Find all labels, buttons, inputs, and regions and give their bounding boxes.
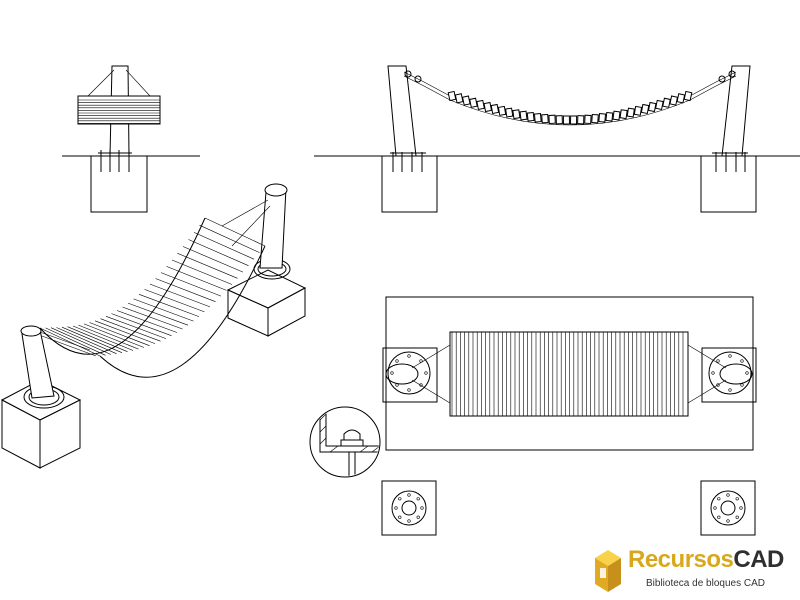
bolt-detail [309,406,381,478]
isometric-view [0,183,307,469]
logo-word-cad: CAD [733,546,784,573]
recursoscad-logo-icon [595,550,621,592]
logo-wordmark: RecursosCAD [628,548,784,572]
side-elevation-view [62,65,200,213]
front-elevation-view [314,65,800,213]
footing-plan-left [381,480,437,536]
logo-word-recursos: Recursos [628,546,734,573]
logo-tagline: Biblioteca de bloques CAD [646,578,765,589]
recursoscad-logo[interactable]: RecursosCAD Biblioteca de bloques CAD [590,542,800,598]
footing-plan-right [700,480,756,536]
plan-view [382,296,757,451]
